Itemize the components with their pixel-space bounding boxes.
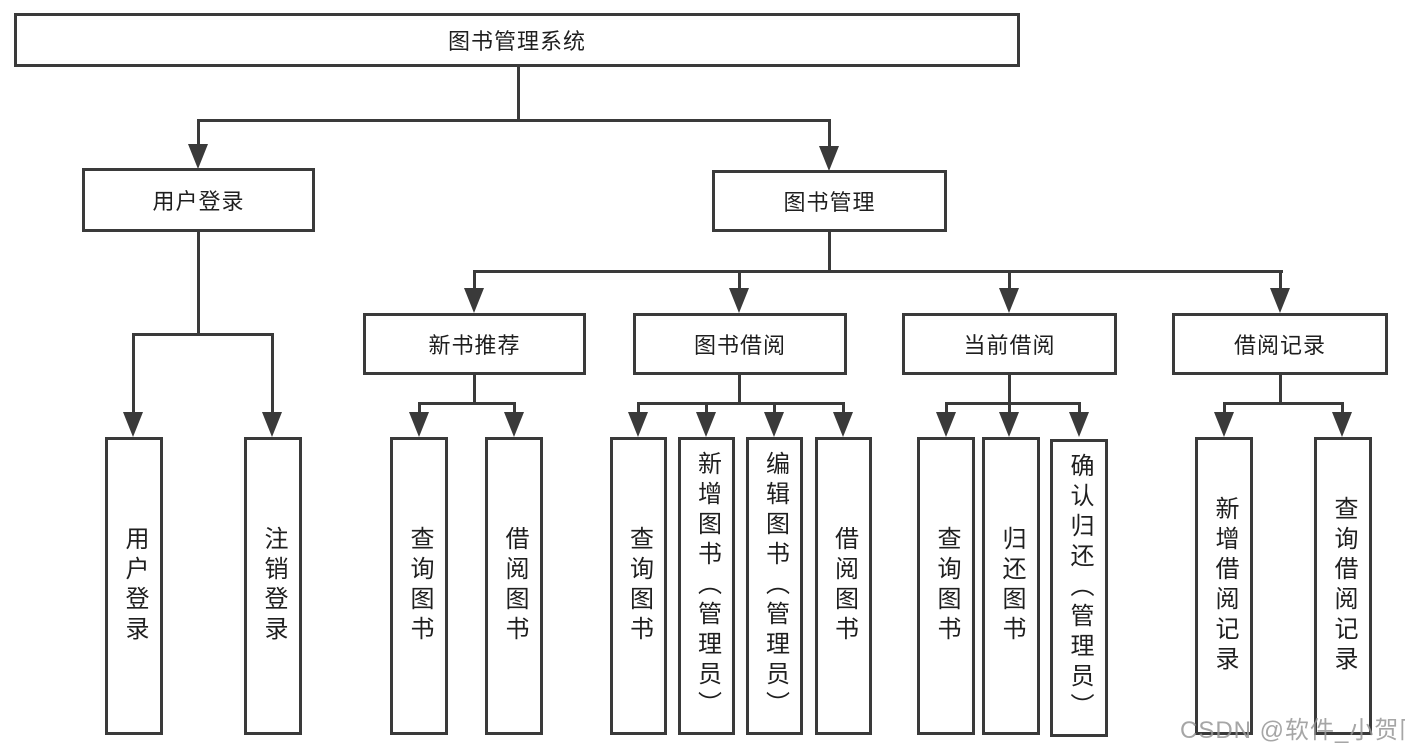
node-label: 新增借阅记录 <box>1211 496 1238 676</box>
leaf-user-login: 用户登录 <box>105 437 163 735</box>
connector-stem <box>132 333 135 412</box>
arrow-down-icon <box>1069 412 1089 437</box>
node-library-management-system: 图书管理系统 <box>14 13 1020 67</box>
connector-group-bus <box>945 402 1081 405</box>
node-borrowing-records: 借阅记录 <box>1172 313 1388 375</box>
connector-group-bus <box>1223 402 1344 405</box>
connector-user-login-stub <box>197 232 200 336</box>
connector-stem <box>637 402 640 415</box>
node-book-borrowing: 图书借阅 <box>633 313 847 375</box>
node-label: 查询借阅记录 <box>1330 496 1357 676</box>
leaf-query-borrow-record: 查询借阅记录 <box>1314 437 1372 735</box>
node-label: 借阅记录 <box>1233 333 1326 358</box>
node-label: 归还图书 <box>998 526 1025 646</box>
node-label: 确认归还（管理员） <box>1066 453 1093 723</box>
arrow-down-icon <box>1270 288 1290 313</box>
leaf-add-borrow-record: 新增借阅记录 <box>1195 437 1253 735</box>
leaf-borrow-books: 借阅图书 <box>815 437 872 735</box>
connector-stem <box>1008 270 1011 290</box>
connector-stem <box>418 402 421 415</box>
leaf-query-books-current: 查询图书 <box>917 437 975 735</box>
connector-level3-bus <box>473 270 1283 273</box>
connector-book-mgmt-stub <box>828 232 831 273</box>
leaf-confirm-return-admin: 确认归还（管理员） <box>1050 439 1108 737</box>
node-label: 图书管理系统 <box>447 29 586 54</box>
connector-group-stub <box>1279 375 1282 404</box>
connector-user-login-bus <box>132 333 274 336</box>
connector-stem <box>1279 270 1282 290</box>
leaf-logout: 注销登录 <box>244 437 302 735</box>
connector-stem <box>738 270 741 290</box>
connector-stem <box>773 402 776 415</box>
leaf-edit-books-admin: 编辑图书（管理员） <box>746 437 803 735</box>
connector-group-stub <box>473 375 476 404</box>
connector-root-trunk <box>517 66 520 121</box>
node-current-borrowing: 当前借阅 <box>902 313 1117 375</box>
arrow-down-icon <box>262 412 282 437</box>
node-label: 注销登录 <box>260 526 287 646</box>
connector-stem <box>271 333 274 412</box>
connector-stem <box>705 402 708 415</box>
connector-group-bus <box>418 402 516 405</box>
connector-stem <box>1223 402 1226 415</box>
arrow-down-icon <box>936 412 956 437</box>
arrow-down-icon <box>999 412 1019 437</box>
arrow-down-icon <box>764 412 784 437</box>
arrow-down-icon <box>628 412 648 437</box>
leaf-query-books-recommend: 查询图书 <box>390 437 448 735</box>
leaf-borrow-books-recommend: 借阅图书 <box>485 437 543 735</box>
leaf-add-books-admin: 新增图书（管理员） <box>678 437 735 735</box>
arrow-down-icon <box>188 144 208 169</box>
connector-stem <box>828 119 831 149</box>
node-label: 当前借阅 <box>963 333 1056 358</box>
arrow-down-icon <box>464 288 484 313</box>
node-label: 借阅图书 <box>501 526 528 646</box>
connector-stem <box>513 402 516 415</box>
arrow-down-icon <box>1332 412 1352 437</box>
node-label: 用户登录 <box>121 526 148 646</box>
node-label: 查询图书 <box>933 526 960 646</box>
arrow-down-icon <box>409 412 429 437</box>
arrow-down-icon <box>833 412 853 437</box>
arrow-down-icon <box>819 146 839 171</box>
connector-stem <box>1008 402 1011 415</box>
node-book-management: 图书管理 <box>712 170 947 232</box>
leaf-query-books-borrowing: 查询图书 <box>610 437 667 735</box>
arrow-down-icon <box>999 288 1019 313</box>
connector-level2-bus <box>197 119 831 122</box>
arrow-down-icon <box>504 412 524 437</box>
connector-stem <box>473 270 476 290</box>
node-label: 图书借阅 <box>693 333 786 358</box>
arrow-down-icon <box>729 288 749 313</box>
node-label: 编辑图书（管理员） <box>761 451 789 721</box>
node-label: 查询图书 <box>625 526 653 646</box>
connector-stem <box>945 402 948 415</box>
node-label: 图书管理 <box>783 190 876 215</box>
node-label: 查询图书 <box>406 526 433 646</box>
node-new-book-recommendation: 新书推荐 <box>363 313 586 375</box>
node-user-login: 用户登录 <box>82 168 315 232</box>
connector-stem <box>197 119 200 147</box>
leaf-return-books: 归还图书 <box>982 437 1040 735</box>
node-label: 新增图书（管理员） <box>693 451 721 721</box>
arrow-down-icon <box>696 412 716 437</box>
connector-group-stub <box>1008 375 1011 404</box>
node-label: 用户登录 <box>152 189 245 214</box>
node-label: 新书推荐 <box>428 333 521 358</box>
csdn-watermark: CSDN @软件_小贺同学 <box>1180 717 1405 744</box>
connector-stem <box>1078 402 1081 415</box>
connector-stem <box>842 402 845 415</box>
connector-group-bus <box>637 402 845 405</box>
arrow-down-icon <box>123 412 143 437</box>
arrow-down-icon <box>1214 412 1234 437</box>
node-label: 借阅图书 <box>830 526 858 646</box>
connector-group-stub <box>738 375 741 404</box>
connector-stem <box>1341 402 1344 415</box>
